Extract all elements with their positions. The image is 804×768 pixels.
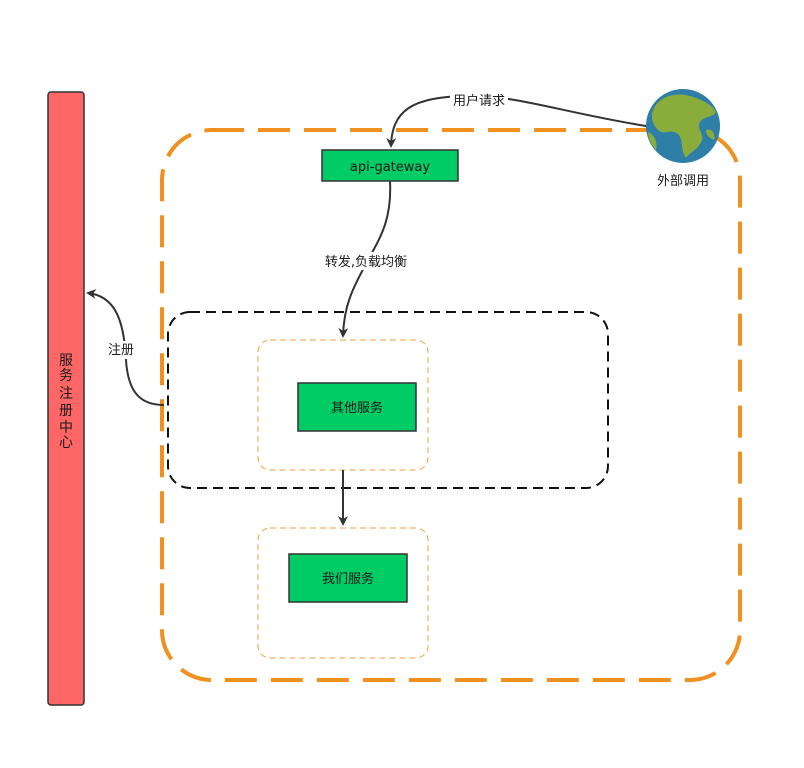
service-registry[interactable]: [47, 91, 85, 706]
other-service-label: 其他服务: [331, 400, 383, 416]
registry-char: 中: [59, 420, 73, 436]
api-gateway-node[interactable]: [321, 149, 459, 182]
registry-char: 心: [59, 435, 73, 451]
globe-label: 外部调用: [657, 174, 709, 189]
service-registry-label: 服 务 注 册 中 心: [59, 353, 73, 451]
edge-user-request: [386, 94, 647, 148]
edge-user-request-label: 用户请求: [453, 93, 505, 109]
edge-register-label: 注册: [108, 343, 134, 358]
outer-container: [160, 128, 742, 682]
api-gateway-label: api-gateway: [350, 160, 430, 175]
edge-forward-label: 转发,负载均衡: [325, 254, 407, 270]
registry-char: 册: [59, 403, 73, 419]
registry-char: 注: [59, 386, 73, 402]
service-group-container: [167, 311, 609, 489]
our-service-frame: [257, 527, 429, 659]
other-service-node[interactable]: [297, 382, 417, 432]
our-service-label: 我们服务: [322, 571, 374, 587]
our-service-node[interactable]: [288, 553, 408, 603]
edge-register: [86, 288, 165, 406]
registry-char: 务: [59, 368, 73, 384]
globe-icon[interactable]: [646, 89, 720, 163]
registry-char: 服: [59, 353, 73, 369]
